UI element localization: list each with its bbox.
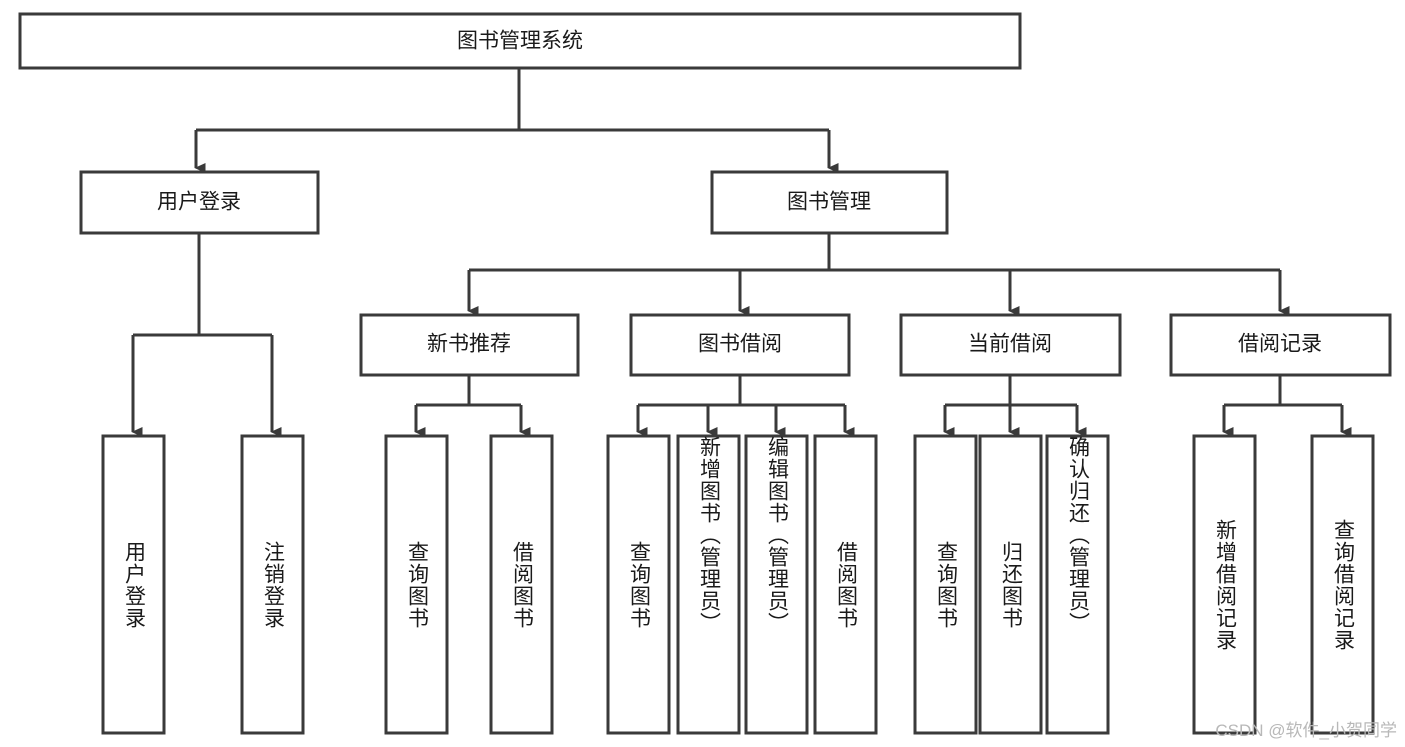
node-new-book-recommend-label: 新书推荐 — [427, 333, 511, 356]
node-book-borrow-label: 图书借阅 — [698, 333, 782, 356]
node-borrow-record[interactable]: 借阅记录 — [1169, 313, 1392, 377]
node-borrow-record-label: 借阅记录 — [1238, 333, 1322, 356]
node-layer: 图书管理系统 用户登录 图书管理 新书推荐 图书借阅 — [18, 12, 1392, 735]
node-new-book-recommend[interactable]: 新书推荐 — [359, 313, 580, 377]
leaf-box-return-book[interactable] — [978, 434, 1043, 735]
leaf-box-query-book-2[interactable] — [606, 434, 671, 735]
node-current-borrow-label: 当前借阅 — [968, 333, 1052, 356]
leaf-box-edit-book[interactable] — [744, 434, 809, 735]
node-user-login[interactable]: 用户登录 — [79, 170, 320, 235]
leaf-box-add-record[interactable] — [1192, 434, 1257, 735]
node-book-borrow[interactable]: 图书借阅 — [629, 313, 851, 377]
node-user-login-label: 用户登录 — [157, 191, 241, 214]
leaf-box-borrow-book-1[interactable] — [489, 434, 554, 735]
leaf-box-query-book-1[interactable] — [384, 434, 449, 735]
node-root[interactable]: 图书管理系统 — [18, 12, 1022, 70]
leaf-box-borrow-book-2[interactable] — [813, 434, 878, 735]
leaf-box-query-record[interactable] — [1310, 434, 1375, 735]
leaf-box-confirm-return[interactable] — [1045, 434, 1110, 735]
node-book-manage-label: 图书管理 — [787, 191, 871, 214]
leaf-box-layer — [101, 434, 1375, 735]
leaf-box-query-book-3[interactable] — [913, 434, 978, 735]
leaf-box-user-logout[interactable] — [240, 434, 305, 735]
node-root-label: 图书管理系统 — [457, 30, 583, 53]
connector-layer — [131, 68, 1352, 437]
leaf-box-add-book[interactable] — [676, 434, 741, 735]
node-book-manage[interactable]: 图书管理 — [710, 170, 949, 235]
node-current-borrow[interactable]: 当前借阅 — [899, 313, 1122, 377]
leaf-box-user-login[interactable] — [101, 434, 166, 735]
